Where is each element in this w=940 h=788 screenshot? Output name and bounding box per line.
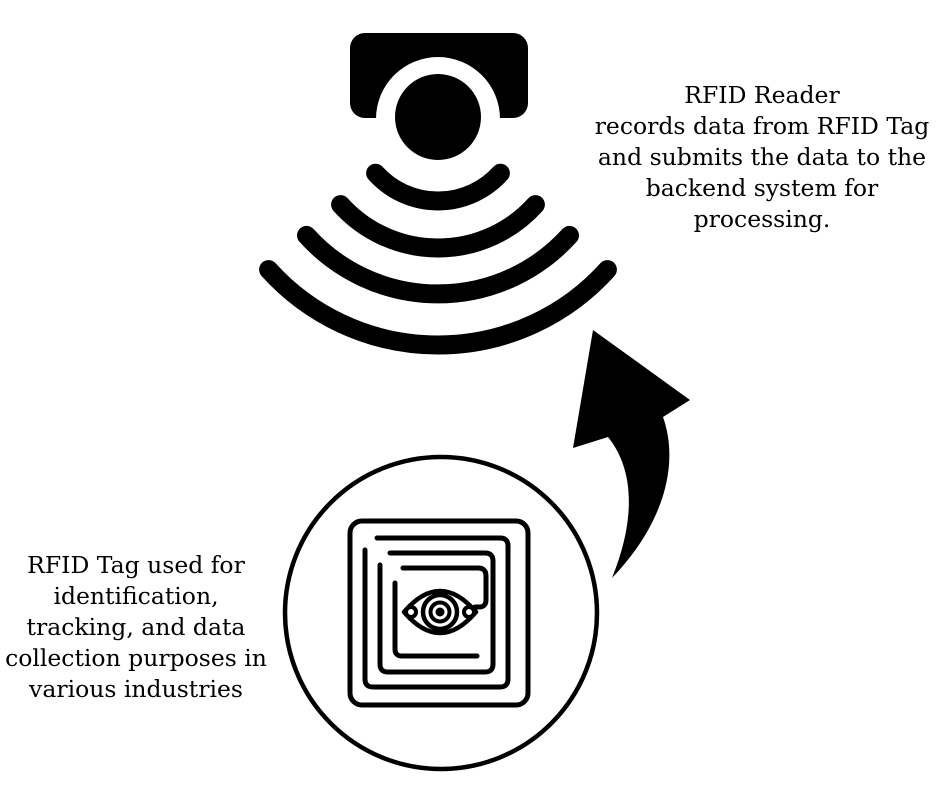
eye-pupil-dot — [435, 607, 445, 617]
tag-boundary-circle — [282, 454, 600, 772]
rfid-reader-icon — [259, 33, 617, 355]
tag-coil-loop-middle — [377, 550, 496, 675]
reader-description: RFID Reader records data from RFID Tag a… — [594, 81, 930, 233]
rfid-tag-icon — [282, 454, 600, 772]
signal-wave-arc-4 — [259, 260, 617, 355]
tag-coil-loop-inner-l — [392, 580, 480, 659]
eye-corner-ring-right — [462, 605, 476, 619]
tag-coil-loop-inner-hook — [400, 565, 489, 610]
eye-iris-outer — [420, 592, 460, 632]
signal-wave-arc-3 — [297, 225, 579, 304]
tag-outer-square — [347, 518, 531, 708]
eye-icon — [401, 588, 479, 636]
reader-antenna-dot — [395, 74, 481, 160]
curved-arrow-icon — [573, 330, 690, 578]
signal-wave-arc-2 — [331, 195, 545, 258]
signal-waves-icon — [259, 163, 617, 355]
eye-iris-inner — [428, 600, 452, 624]
reader-device-body — [350, 33, 528, 181]
eye-corner-ring-left — [404, 605, 418, 619]
tag-coil-loop-outer — [362, 535, 511, 690]
tag-description: RFID Tag used for identification, tracki… — [5, 551, 267, 703]
signal-wave-arc-1 — [366, 163, 510, 211]
